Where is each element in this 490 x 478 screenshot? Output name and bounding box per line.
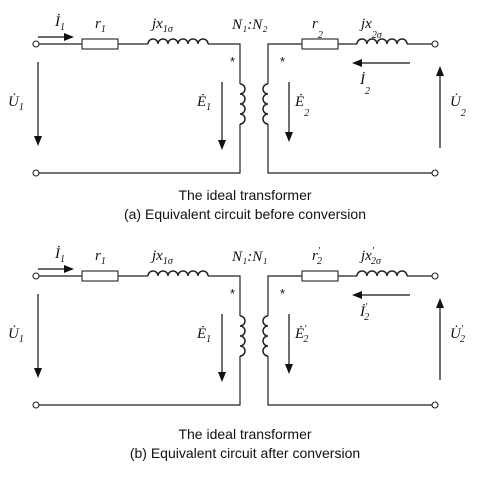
label-x2-a: jx2σ bbox=[359, 16, 383, 41]
terminal-bottom-left-a bbox=[32, 169, 40, 177]
emf-e2-arrowhead-a bbox=[285, 132, 293, 142]
secondary-top-wire-b bbox=[267, 275, 432, 316]
resistor-r1-a bbox=[81, 38, 119, 50]
circuit-a: İ1 r1 jx1σ N₁:N₂ r2 jx2σ İ2 U̇1 Ė1 Ė2 U̇… bbox=[8, 14, 466, 222]
label-u1-a: U̇1 bbox=[8, 94, 24, 113]
inductor-x2-b bbox=[356, 270, 408, 277]
polarity-dot-secondary-a: * bbox=[280, 54, 285, 69]
emf-e2-arrowhead-b bbox=[285, 364, 293, 374]
label-r1-a: r1 bbox=[95, 16, 106, 35]
current-i2-arrowhead-b bbox=[352, 291, 362, 299]
polarity-dot-primary-b: * bbox=[230, 286, 235, 301]
label-e1-a: Ė1 bbox=[196, 94, 211, 113]
label-e2-a: Ė2 bbox=[294, 94, 309, 119]
emf-e1-arrowhead-a bbox=[218, 140, 226, 150]
terminal-bottom-right-b bbox=[431, 401, 439, 409]
resistor-r1-b bbox=[81, 270, 119, 282]
label-r2-a: r2 bbox=[312, 16, 323, 41]
label-x1-a: jx1σ bbox=[150, 16, 174, 35]
label-i2-a: İ2 bbox=[359, 72, 370, 97]
voltage-u1-arrowhead-a bbox=[34, 136, 42, 146]
primary-top-wire-a bbox=[39, 43, 241, 84]
circuit-b: İ1 r1 jx1σ N₁:N₁ r′2 jx′2σ İ′2 U̇1 Ė1 Ė′… bbox=[8, 246, 465, 461]
caption-line2-b: (b) Equivalent circuit after conversion bbox=[130, 445, 360, 461]
emf-e1-arrowhead-b bbox=[218, 372, 226, 382]
polarity-dot-primary-a: * bbox=[230, 54, 235, 69]
primary-top-wire-b bbox=[39, 275, 241, 316]
label-u2-b: U̇′2 bbox=[450, 324, 465, 345]
secondary-bottom-wire-a bbox=[267, 124, 432, 174]
turns-ratio-b: N₁:N₁ bbox=[231, 249, 267, 265]
primary-bottom-wire-b bbox=[39, 356, 241, 406]
label-e1-b: Ė1 bbox=[196, 326, 211, 345]
caption-line1-a: The ideal transformer bbox=[178, 187, 311, 203]
turns-ratio-a: N₁:N₂ bbox=[231, 17, 267, 33]
inductor-x1-b bbox=[147, 270, 209, 277]
secondary-bottom-wire-b bbox=[267, 356, 432, 406]
terminal-bottom-right-a bbox=[431, 169, 439, 177]
label-r1-b: r1 bbox=[95, 248, 106, 267]
resistor-r2-b bbox=[301, 270, 339, 282]
inductor-x2-a bbox=[356, 38, 408, 45]
primary-winding-b bbox=[239, 315, 246, 357]
inductor-x1-a bbox=[147, 38, 209, 45]
terminal-bottom-left-b bbox=[32, 401, 40, 409]
label-e2-b: Ė′2 bbox=[294, 324, 308, 345]
label-r2-b: r′2 bbox=[312, 246, 322, 267]
polarity-dot-secondary-b: * bbox=[280, 286, 285, 301]
current-i2-arrowhead-a bbox=[352, 59, 362, 67]
label-i1-a: İ1 bbox=[54, 14, 65, 33]
label-i2-b: İ′2 bbox=[359, 302, 369, 323]
secondary-winding-a bbox=[262, 83, 269, 125]
caption-line1-b: The ideal transformer bbox=[178, 426, 311, 442]
label-u1-b: U̇1 bbox=[8, 326, 24, 345]
secondary-winding-b bbox=[262, 315, 269, 357]
label-u2-a: U̇2 bbox=[450, 94, 466, 119]
voltage-u2-arrowhead-a bbox=[436, 66, 444, 76]
terminal-top-right-b bbox=[431, 272, 439, 280]
label-x2-b: jx′2σ bbox=[359, 246, 382, 267]
caption-line2-a: (a) Equivalent circuit before conversion bbox=[124, 206, 366, 222]
secondary-top-wire-a bbox=[267, 43, 432, 84]
label-x1-b: jx1σ bbox=[150, 248, 174, 267]
terminal-top-left-a bbox=[32, 40, 40, 48]
resistor-r2-a bbox=[301, 38, 339, 50]
label-i1-b: İ1 bbox=[54, 246, 65, 265]
primary-winding-a bbox=[239, 83, 246, 125]
current-i1-arrowhead-b bbox=[64, 265, 74, 273]
primary-bottom-wire-a bbox=[39, 124, 241, 174]
voltage-u2-arrowhead-b bbox=[436, 298, 444, 308]
voltage-u1-arrowhead-b bbox=[34, 368, 42, 378]
terminal-top-left-b bbox=[32, 272, 40, 280]
terminal-top-right-a bbox=[431, 40, 439, 48]
current-i1-arrowhead-a bbox=[64, 33, 74, 41]
